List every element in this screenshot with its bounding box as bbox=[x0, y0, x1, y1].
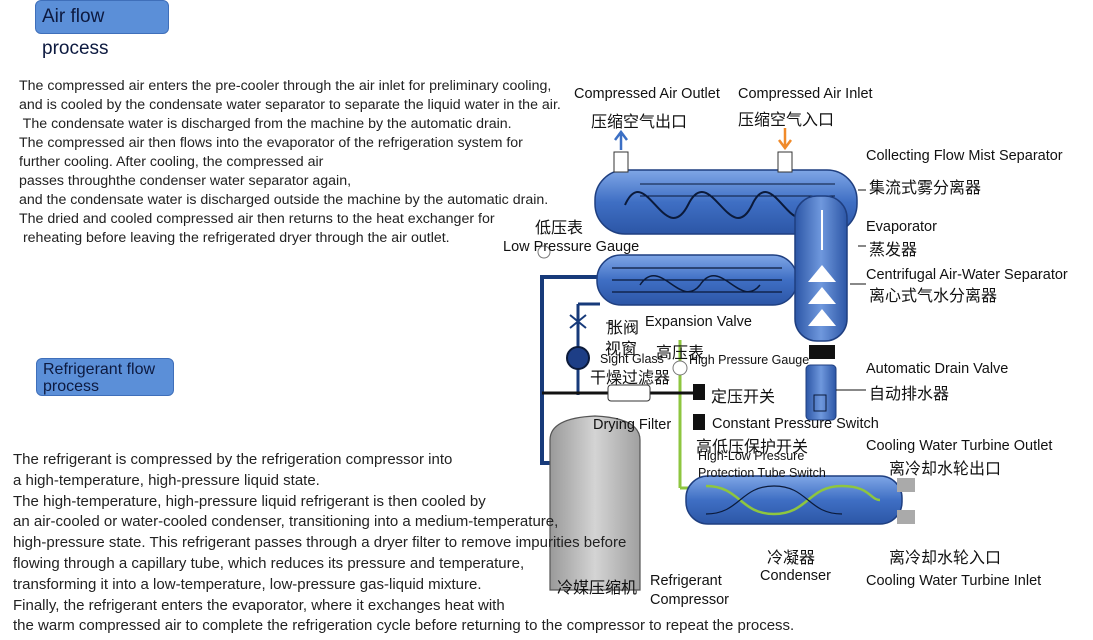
expansion-valve-label-cn: 胀阀 bbox=[607, 318, 640, 337]
text-line: The compressed air enters the pre-cooler… bbox=[19, 78, 552, 94]
condenser-label-en: Condenser bbox=[760, 568, 831, 584]
compressor-label-cn: 冷媒压缩机 bbox=[557, 578, 638, 597]
text-line: transforming it into a low-temperature, … bbox=[13, 575, 482, 593]
mist-separator-label-en: Collecting Flow Mist Separator bbox=[866, 148, 1063, 164]
air-inlet-label-en: Compressed Air Inlet bbox=[738, 86, 873, 102]
text-line: a high-temperature, high-pressure liquid… bbox=[13, 471, 320, 489]
centrifugal-separator-label-cn: 离心式气水分离器 bbox=[869, 286, 998, 305]
high-gauge-label-en: High Pressure Gauge bbox=[689, 353, 810, 367]
text-line: The high-temperature, high-pressure liqu… bbox=[13, 492, 486, 510]
refrigerant-flow-heading: Refrigerant flow process bbox=[36, 358, 174, 396]
centrifugal-separator-label-en: Centrifugal Air-Water Separator bbox=[866, 267, 1068, 283]
cw-outlet-label-en: Cooling Water Turbine Outlet bbox=[866, 438, 1053, 454]
cw-inlet-label-cn: 离冷却水轮入口 bbox=[889, 548, 1002, 567]
text-line: Finally, the refrigerant enters the evap… bbox=[13, 596, 505, 614]
air-flow-coil bbox=[624, 191, 816, 219]
evaporator-coil bbox=[612, 267, 782, 293]
air-inlet-label-cn: 压缩空气入口 bbox=[738, 110, 835, 129]
cw-inlet-label-en: Cooling Water Turbine Inlet bbox=[866, 573, 1042, 589]
constant-switch-label-en: Constant Pressure Switch bbox=[712, 416, 879, 432]
mist-separator-label-cn: 集流式雾分离器 bbox=[869, 178, 982, 197]
air-outlet-label-en: Compressed Air Outlet bbox=[574, 86, 720, 102]
auto-drain-label-en: Automatic Drain Valve bbox=[866, 361, 1009, 377]
text-line: flowing through a capillary tube, which … bbox=[13, 554, 525, 572]
cooling-water-outlet-port bbox=[897, 478, 915, 492]
text-line: The dried and cooled compressed air then… bbox=[19, 211, 495, 227]
hl-switch-icon bbox=[693, 414, 705, 430]
auto-drain-label-cn: 自动排水器 bbox=[869, 384, 950, 403]
condenser-coil bbox=[705, 484, 881, 516]
air-inlet-port bbox=[777, 151, 793, 173]
outlet-arrow-icon bbox=[614, 129, 628, 150]
text-line: passes throughthe condenser water separa… bbox=[19, 173, 352, 189]
refrigerant-flow-description: The refrigerant is compressed by the ref… bbox=[13, 450, 794, 637]
high-gauge-label-cn: 高压表 bbox=[656, 343, 705, 362]
heat-exchanger-vessel bbox=[594, 169, 858, 235]
air-flow-description: The compressed air enters the pre-cooler… bbox=[19, 77, 561, 248]
air-outlet-port bbox=[613, 151, 629, 173]
text-line: The condensate water is discharged from … bbox=[19, 116, 512, 132]
high-pressure-gauge-icon bbox=[672, 360, 688, 376]
text-line: reheating before leaving the refrigerate… bbox=[19, 230, 450, 246]
drying-filter-icon bbox=[607, 384, 651, 402]
separator-cone bbox=[808, 265, 836, 282]
cw-outlet-label-cn: 离冷却水轮出口 bbox=[889, 459, 1002, 478]
text-line: and is cooled by the condensate water se… bbox=[19, 97, 561, 113]
text-line: The compressed air then flows into the e… bbox=[19, 135, 523, 151]
low-gauge-label-cn: 低压表 bbox=[535, 218, 584, 237]
separator-cone bbox=[808, 309, 836, 326]
hl-switch-label-en2: Protection Tube Switch bbox=[698, 466, 826, 480]
text-line: further cooling. After cooling, the comp… bbox=[19, 154, 324, 170]
drain-valve-body bbox=[805, 364, 837, 421]
hl-switch-label-en1: High-Low Pressure bbox=[698, 449, 805, 463]
constant-switch-label-cn: 定压开关 bbox=[711, 387, 776, 406]
sight-glass-label-en: Sight Glass bbox=[600, 352, 664, 366]
separator-cone bbox=[808, 287, 836, 304]
text-line: and the condensate water is discharged o… bbox=[19, 192, 549, 208]
hl-switch-label-cn: 高低压保护开关 bbox=[696, 437, 809, 456]
text-line: The refrigerant is compressed by the ref… bbox=[13, 451, 453, 468]
refrigerant-pipe bbox=[540, 275, 600, 465]
condenser-vessel bbox=[685, 475, 903, 525]
compressor-body bbox=[549, 415, 641, 591]
air-flow-heading: Air flow process bbox=[35, 0, 169, 59]
text-line: high-pressure state. This refrigerant pa… bbox=[13, 534, 627, 552]
text-line: the warm compressed air to complete the … bbox=[13, 617, 795, 635]
sight-glass-label-cn: 视窗 bbox=[605, 339, 638, 358]
compressor-label-en1: Refrigerant bbox=[650, 573, 722, 589]
cooling-water-inlet-port bbox=[897, 510, 915, 524]
air-outlet-label-cn: 压缩空气出口 bbox=[591, 112, 688, 131]
sight-glass-icon bbox=[566, 346, 590, 370]
text-line: an air-cooled or water-cooled condenser,… bbox=[13, 513, 559, 531]
expansion-valve-label-en: Expansion Valve bbox=[645, 314, 752, 330]
compressor-label-en2: Compressor bbox=[650, 592, 729, 608]
drying-filter-label-en: Drying Filter bbox=[593, 417, 672, 433]
low-gauge-label-en: Low Pressure Gauge bbox=[503, 239, 640, 255]
low-pressure-gauge-icon bbox=[537, 245, 551, 259]
expansion-valve-icon bbox=[569, 314, 587, 329]
drying-filter-label-cn: 干燥过滤器 bbox=[590, 368, 671, 387]
condenser-label-cn: 冷凝器 bbox=[767, 548, 816, 567]
inlet-arrow-icon bbox=[778, 128, 792, 151]
evaporator-label-en: Evaporator bbox=[866, 219, 937, 235]
evaporator-label-cn: 蒸发器 bbox=[869, 240, 918, 259]
